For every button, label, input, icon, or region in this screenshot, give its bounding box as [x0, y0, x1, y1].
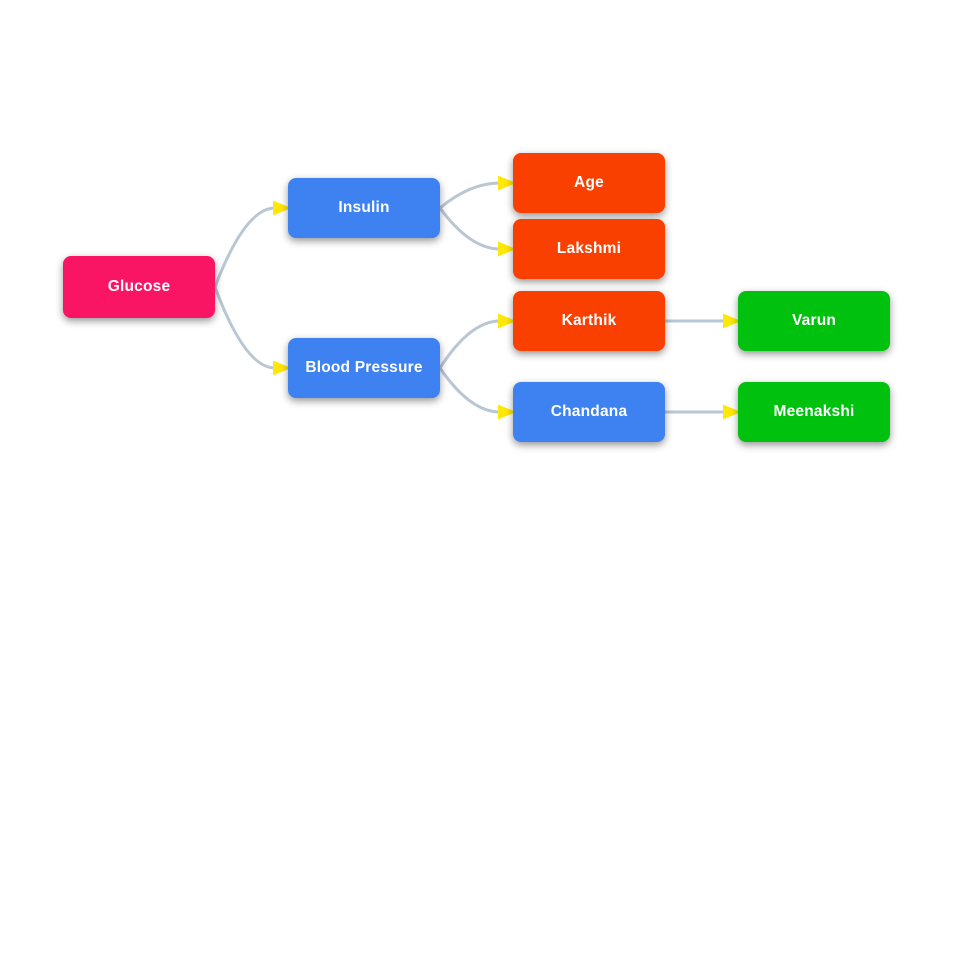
edge-arrowhead-icon	[273, 200, 291, 216]
edge-insulin-lakshmi	[438, 206, 502, 251]
node-label: Chandana	[550, 403, 628, 420]
edge-glucose-insulin	[213, 206, 277, 289]
edge-insulin-age	[438, 181, 502, 210]
edge-arrowhead-icon	[723, 313, 741, 329]
node-glucose[interactable]: Glucose	[63, 256, 215, 318]
node-label: Lakshmi	[556, 240, 622, 257]
node-label: Meenakshi	[773, 403, 855, 420]
node-insulin[interactable]: Insulin	[288, 178, 440, 238]
node-label: Blood Pressure	[305, 359, 423, 376]
edge-arrowhead-icon	[498, 175, 516, 191]
node-label: Age	[574, 174, 604, 191]
node-varun[interactable]: Varun	[738, 291, 890, 351]
edge-arrowhead-icon	[498, 313, 516, 329]
node-lakshmi[interactable]: Lakshmi	[513, 219, 665, 279]
edge-arrowhead-icon	[498, 404, 516, 420]
node-meenakshi[interactable]: Meenakshi	[738, 382, 890, 442]
node-label: Glucose	[107, 278, 171, 295]
node-label: Karthik	[561, 312, 617, 329]
node-age[interactable]: Age	[513, 153, 665, 213]
node-label: Varun	[791, 312, 837, 329]
edge-blood-pressure-karthik	[438, 319, 502, 370]
edge-arrowhead-icon	[723, 404, 741, 420]
node-label: Insulin	[338, 199, 390, 216]
edge-blood-pressure-chandana	[438, 366, 502, 414]
edge-arrowhead-icon	[273, 360, 291, 376]
edge-arrowhead-icon	[498, 241, 516, 257]
node-blood-pressure[interactable]: Blood Pressure	[288, 338, 440, 398]
edge-glucose-blood-pressure	[213, 285, 277, 370]
node-karthik[interactable]: Karthik	[513, 291, 665, 351]
node-chandana[interactable]: Chandana	[513, 382, 665, 442]
